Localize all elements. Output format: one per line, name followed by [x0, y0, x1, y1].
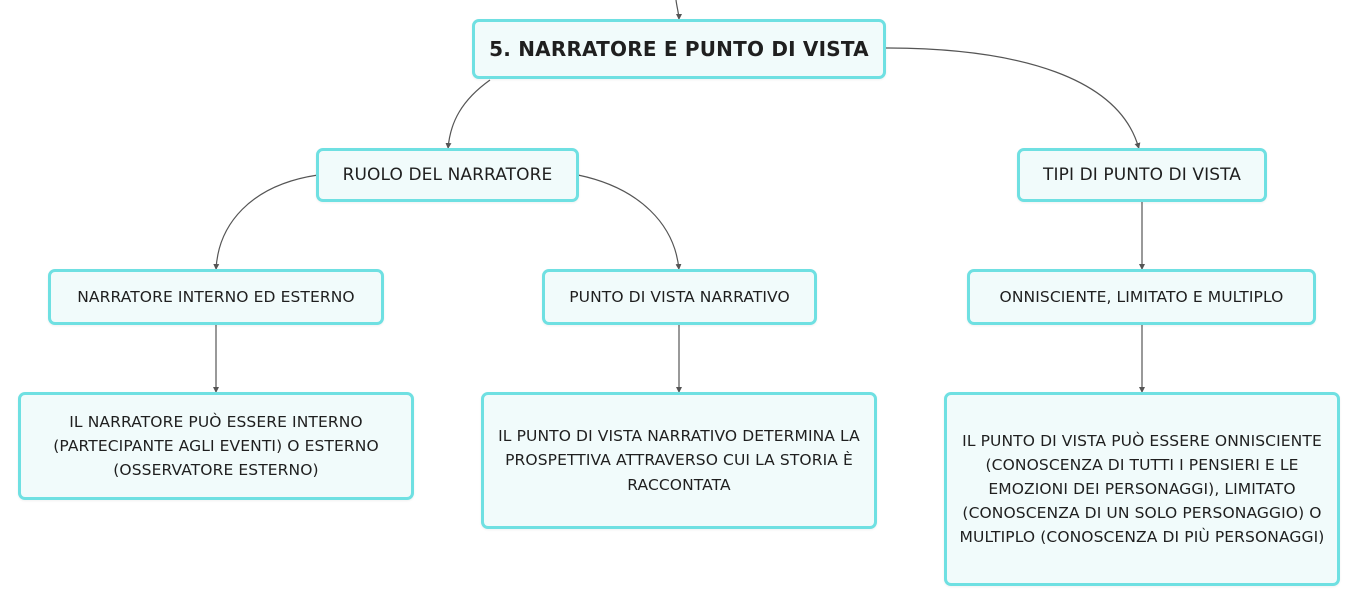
topic-label: NARRATORE INTERNO ED ESTERNO [77, 287, 355, 306]
connector-ruolo-to-interno [213, 174, 319, 271]
topic-label: ONNISCIENTE, LIMITATO E MULTIPLO [999, 287, 1284, 306]
connector-root-to-tipi [884, 47, 1141, 150]
connector-root-to-ruolo [445, 79, 491, 150]
connector-parent-to-root [675, 0, 682, 21]
topic-narratore-interno-esterno[interactable]: NARRATORE INTERNO ED ESTERNO [48, 269, 384, 325]
topic-punto-di-vista-narrativo[interactable]: PUNTO DI VISTA NARRATIVO [542, 269, 817, 325]
detail-punto-di-vista-narrativo[interactable]: IL PUNTO DI VISTA NARRATIVO DETERMINA LA… [481, 392, 877, 529]
detail-text: IL PUNTO DI VISTA NARRATIVO DETERMINA LA… [498, 427, 860, 494]
connector-ruolo-to-punto [577, 174, 682, 271]
topic-label: RUOLO DEL NARRATORE [342, 164, 553, 185]
topic-label: PUNTO DI VISTA NARRATIVO [569, 287, 790, 306]
detail-onnisciente-limitato-multiplo[interactable]: IL PUNTO DI VISTA PUÒ ESSERE ONNISCIENTE… [944, 392, 1340, 586]
topic-ruolo-del-narratore[interactable]: RUOLO DEL NARRATORE [316, 148, 579, 202]
topic-label: TIPI DI PUNTO DI VISTA [1043, 164, 1241, 185]
root-topic-label: 5. NARRATORE E PUNTO DI VISTA [489, 36, 869, 61]
detail-text: IL NARRATORE PUÒ ESSERE INTERNO (PARTECI… [53, 412, 379, 479]
detail-text: IL PUNTO DI VISTA PUÒ ESSERE ONNISCIENTE… [959, 431, 1325, 547]
topic-onnisciente-limitato-multiplo[interactable]: ONNISCIENTE, LIMITATO E MULTIPLO [967, 269, 1316, 325]
topic-tipi-di-punto-di-vista[interactable]: TIPI DI PUNTO DI VISTA [1017, 148, 1267, 202]
detail-narratore-interno-esterno[interactable]: IL NARRATORE PUÒ ESSERE INTERNO (PARTECI… [18, 392, 414, 500]
root-topic-node[interactable]: 5. NARRATORE E PUNTO DI VISTA [472, 19, 886, 79]
